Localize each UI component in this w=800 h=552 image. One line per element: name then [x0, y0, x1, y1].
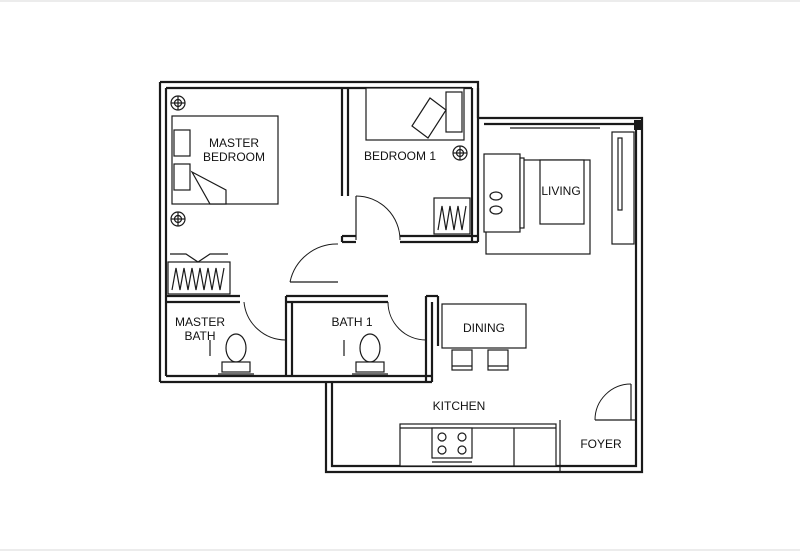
coffee-table: [539, 159, 585, 225]
label-dining: DINING: [463, 321, 505, 335]
master-bedroom-furniture: [167, 95, 279, 295]
room-labels: MASTER BEDROOM BEDROOM 1 LIVING MASTER B…: [175, 136, 622, 451]
dining-counter: [441, 303, 527, 349]
label-master-bedroom-2: BEDROOM: [203, 150, 265, 164]
label-master-bath-2: BATH: [184, 329, 215, 343]
label-living: LIVING: [541, 184, 580, 198]
lamp-icon-3: [452, 145, 468, 161]
label-foyer: FOYER: [580, 437, 622, 451]
door-bedroom-1: [355, 195, 401, 241]
label-kitchen: KITCHEN: [433, 399, 486, 413]
dining-kitchen-furniture: [399, 303, 557, 467]
label-master-bedroom-1: MASTER: [209, 136, 259, 150]
label-bath-1: BATH 1: [331, 315, 372, 329]
toilet-icon-2: [343, 333, 388, 375]
stool-2: [487, 349, 509, 371]
door-foyer: [594, 383, 632, 421]
lamp-icon-2: [170, 211, 186, 227]
label-bedroom-1: BEDROOM 1: [364, 149, 436, 163]
tv-unit: [611, 131, 635, 245]
living-furniture: [483, 131, 635, 255]
door-bath-1: [387, 301, 427, 341]
doors: [243, 195, 632, 421]
bedroom-1-furniture: [365, 87, 471, 235]
stove-icon: [431, 427, 473, 463]
door-master-bath: [243, 301, 287, 341]
bath-fixtures: [209, 333, 388, 375]
toilet-icon-1: [209, 333, 254, 375]
door-hall: [289, 243, 339, 283]
lamp-icon-1: [170, 95, 186, 111]
sofa: [483, 153, 521, 233]
kitchen-counter: [399, 423, 557, 467]
column-block: [634, 120, 642, 130]
stool-1: [451, 349, 473, 371]
label-master-bath-1: MASTER: [175, 315, 225, 329]
